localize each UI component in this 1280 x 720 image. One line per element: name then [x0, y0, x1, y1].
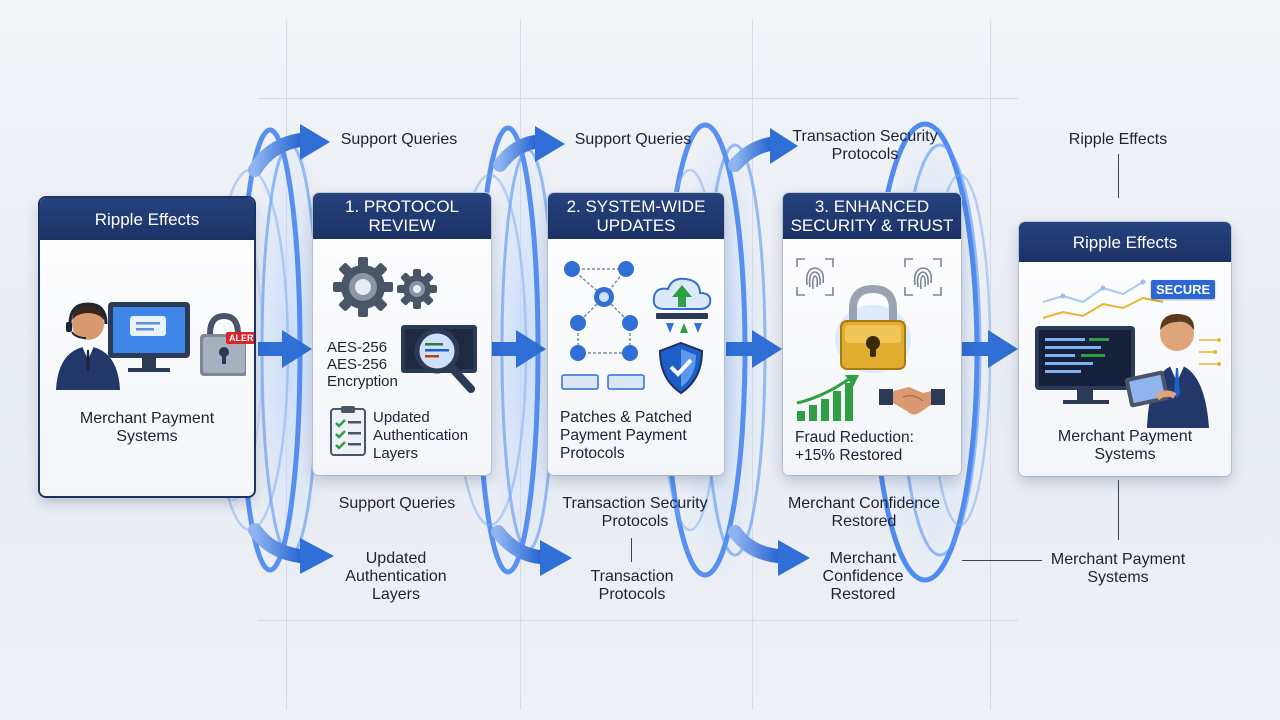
card-title: 2. SYSTEM-WIDE UPDATES	[548, 193, 724, 239]
label-line: Protocols	[598, 586, 666, 603]
card-ripple-effects-left: Ripple Effects ALERT Merchant Payment Sy…	[40, 198, 254, 496]
card-text-line: Merchant Payment	[1057, 428, 1193, 445]
card-text-line: AES-256	[327, 356, 388, 373]
connector-line	[1118, 154, 1119, 198]
handshake-icon	[879, 387, 945, 415]
label-transaction-security: Transaction Security Protocols	[545, 495, 725, 531]
label-transaction-security: Transaction Security Protocols	[776, 128, 954, 164]
card-text-line: Encryption	[327, 373, 398, 390]
label-line: Updated	[365, 550, 427, 567]
label-merchant-confidence: Merchant Confidence Restored	[776, 495, 952, 531]
card-text-line: AES-256	[327, 339, 388, 356]
label-updated-authentication: Updated Authentication Layers	[326, 550, 466, 604]
label-support-queries: Support Queries	[330, 131, 468, 149]
encryption-text: AES-256 AES-256 Encryption	[327, 339, 398, 390]
label-merchant-confidence-restored: Merchant Confidence Restored	[796, 550, 930, 604]
card-text-line: +15% Restored	[795, 447, 903, 464]
card-title: 3. ENHANCED SECURITY & TRUST	[783, 193, 961, 239]
card-enhanced-security: 3. ENHANCED SECURITY & TRUST	[783, 193, 961, 475]
connector-line	[631, 538, 632, 562]
label-ripple-effects: Ripple Effects	[1050, 131, 1186, 149]
network-nodes-icon	[561, 261, 645, 390]
card-title-line: REVIEW	[368, 216, 436, 235]
authentication-text: Updated Authentication Layers	[373, 409, 468, 463]
fingerprint-icon	[796, 258, 834, 296]
middle-arrows	[258, 330, 1018, 368]
label-line: Transaction Security	[562, 495, 708, 512]
fingerprint-icon	[904, 258, 942, 296]
card-text: Merchant Payment Systems	[40, 410, 254, 446]
label-line: Support Queries	[340, 131, 458, 148]
analyst-laptop-icon	[1035, 279, 1221, 428]
label-line: Protocols	[601, 513, 669, 530]
card-text-line: Fraud Reduction:	[795, 429, 914, 446]
label-support-queries: Support Queries	[328, 495, 466, 513]
card-text-line: Systems	[116, 428, 178, 445]
label-line: Layers	[371, 586, 421, 603]
label-line: Transaction	[590, 568, 674, 585]
card-text-line: Protocols	[560, 445, 625, 462]
card-text-line: Authentication	[373, 427, 469, 444]
card-text-line: Patches & Patched	[560, 409, 692, 426]
card-protocol-review: 1. PROTOCOL REVIEW AES-256 AES-256 Encry…	[313, 193, 491, 475]
secure-badge: SECURE	[1151, 280, 1216, 299]
card-system-wide-updates: 2. SYSTEM-WIDE UPDATES Patches & Patched	[548, 193, 724, 475]
card-title-line: UPDATES	[596, 216, 676, 235]
connector-line	[1118, 480, 1119, 540]
label-line: Restored	[831, 513, 897, 530]
shield-icon	[658, 341, 704, 395]
label-line: Support Queries	[338, 495, 456, 512]
label-line: Merchant Confidence	[787, 495, 941, 512]
alert-badge: ALERT	[226, 332, 254, 344]
bottom-arrows	[248, 523, 785, 564]
top-arrow-heads	[300, 124, 798, 164]
support-agent-icon	[56, 302, 246, 390]
label-support-queries: Support Queries	[564, 131, 702, 149]
label-line: Systems	[1087, 569, 1149, 586]
cloud-upload-icon	[652, 277, 712, 333]
checklist-icon	[330, 406, 366, 456]
card-text-line: Updated	[373, 409, 430, 426]
card-text-line: Systems	[1094, 446, 1156, 463]
label-line: Protocols	[831, 146, 899, 163]
label-line: Transaction Security	[792, 128, 938, 145]
gears-icon	[333, 257, 437, 317]
label-line: Merchant Payment	[1050, 551, 1186, 568]
bottom-arrow-heads	[300, 538, 810, 576]
label-merchant-payment-systems: Merchant Payment Systems	[1042, 551, 1194, 587]
card-title-line: 2. SYSTEM-WIDE	[566, 197, 706, 216]
label-line: Restored	[830, 586, 896, 603]
label-line: Confidence	[822, 568, 904, 585]
card-title-line: 1. PROTOCOL	[345, 197, 459, 216]
bg-line	[258, 620, 1018, 621]
card-title: Ripple Effects	[1019, 222, 1231, 262]
card-text: Merchant Payment Systems	[1019, 428, 1231, 464]
growth-chart-icon	[796, 375, 859, 421]
bg-line	[258, 98, 1018, 99]
padlock-icon	[835, 284, 911, 373]
card-title: 1. PROTOCOL REVIEW	[313, 193, 491, 239]
card-text-line: Layers	[373, 445, 419, 462]
card-title: Ripple Effects	[40, 198, 254, 240]
label-line: Ripple Effects	[1068, 131, 1168, 148]
connector-line	[962, 560, 1042, 561]
card-text-line: Merchant Payment	[79, 410, 215, 427]
top-arrows	[248, 133, 777, 177]
card-title-line: 3. ENHANCED	[814, 197, 930, 216]
card-title-line: SECURITY & TRUST	[790, 216, 954, 235]
magnifier-code-icon	[401, 325, 477, 393]
label-line: Authentication	[345, 568, 447, 585]
card-text: Patches & Patched Payment Payment Protoc…	[560, 409, 692, 463]
label-line: Merchant	[829, 550, 897, 567]
card-text-line: Payment Payment	[560, 427, 687, 444]
card-ripple-effects-right: Ripple Effects SECURE Merchant Payment S…	[1019, 222, 1231, 476]
card-text: Fraud Reduction: +15% Restored	[795, 429, 914, 465]
label-line: Support Queries	[574, 131, 692, 148]
label-transaction-protocols: Transaction Protocols	[562, 568, 702, 604]
